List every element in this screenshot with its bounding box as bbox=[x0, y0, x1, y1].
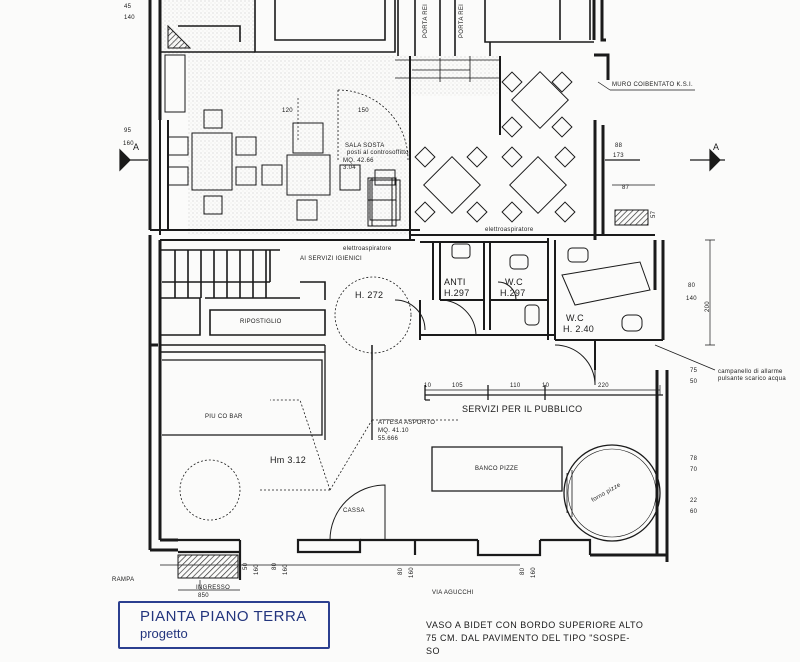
campanello-label-1: campanello di allarme bbox=[718, 369, 783, 375]
dim-160d: 160 bbox=[409, 567, 415, 578]
rampa-label: RAMPA bbox=[112, 577, 135, 583]
note-line-2: 75 CM. DAL PAVIMENTO DEL TIPO "SOSPE- bbox=[426, 633, 630, 643]
hatched-block-right bbox=[614, 209, 649, 226]
wc-1-label: W.C bbox=[505, 277, 523, 287]
door-arcs bbox=[329, 281, 596, 541]
muro-coibentato-label: MURO COIBENTATO K.S.I. bbox=[612, 82, 693, 88]
bottom-facade bbox=[178, 538, 592, 580]
dim-22: 22 bbox=[690, 498, 698, 504]
dotted-floor-area bbox=[188, 55, 410, 235]
dim-140b: 140 bbox=[686, 296, 697, 302]
anti-room-label: ANTI bbox=[444, 277, 466, 287]
attesa-code: 55.666 bbox=[378, 436, 399, 442]
dim-50a: 50 bbox=[690, 379, 698, 385]
porta-rei-1-label: PORTA REI bbox=[423, 3, 429, 38]
sala-sosta-label: SALA SOSTA bbox=[345, 143, 385, 149]
dim-105: 105 bbox=[452, 383, 463, 389]
attesa-asporto-label: ATTESA ASPORTO bbox=[378, 420, 436, 426]
drawing-subtitle: progetto bbox=[140, 626, 188, 641]
section-a-left: A bbox=[133, 142, 140, 152]
sala-sosta-area: MQ. 42.66 bbox=[343, 158, 374, 164]
wc-2-height: H. 2.40 bbox=[563, 324, 595, 334]
dim-78: 78 bbox=[690, 456, 698, 462]
dim-220: 220 bbox=[598, 383, 609, 389]
drawing-title: PIANTA PIANO TERRA bbox=[140, 608, 307, 625]
sala-sosta-sub: posti al controsoffitto bbox=[347, 150, 409, 156]
dim-120: 120 bbox=[282, 108, 293, 114]
mechanical-unit bbox=[367, 177, 397, 227]
banco-pizze-label: BANCO PIZZE bbox=[475, 466, 519, 472]
room-height-label: Hm 3.12 bbox=[270, 455, 307, 465]
drawing-title-block: PIANTA PIANO TERRA progetto bbox=[118, 601, 330, 649]
service-block-walls bbox=[410, 234, 663, 370]
wc-1-height: H.297 bbox=[500, 288, 526, 298]
elettroaspiratore-1: elettroaspiratore bbox=[343, 246, 392, 252]
dotted-floor-right bbox=[398, 56, 498, 96]
dim-95: 95 bbox=[124, 128, 132, 134]
sala-sosta-height: 3.04 bbox=[343, 165, 356, 171]
servizi-pubblico-label: SERVIZI PER IL PUBBLICO bbox=[462, 404, 583, 414]
dim-150: 150 bbox=[358, 108, 369, 114]
porta-rei-2-label: PORTA REI bbox=[459, 3, 465, 38]
cassa-label: CASSA bbox=[343, 508, 365, 514]
elettroaspiratore-2: elettroaspiratore bbox=[485, 227, 534, 233]
servizi-igienici-label: AI SERVIZI IGIENICI bbox=[300, 256, 362, 262]
dim-160: 160 bbox=[123, 141, 134, 147]
ingresso-label: INGRESSO bbox=[196, 585, 231, 591]
outer-walls bbox=[148, 0, 669, 562]
corridor-height: H. 272 bbox=[355, 290, 384, 300]
top-walls bbox=[160, 0, 594, 56]
dim-200: 200 bbox=[705, 301, 711, 312]
upper-stairs bbox=[164, 24, 192, 113]
section-a-right: A bbox=[713, 142, 720, 152]
dim-60: 60 bbox=[690, 509, 698, 515]
forno-label: forno pizze bbox=[590, 482, 622, 504]
dim-88: 88 bbox=[615, 143, 623, 149]
top-door-arrows bbox=[395, 56, 500, 82]
dim-87: 87 bbox=[622, 185, 630, 191]
bar-counter-label: PIU CO BAR bbox=[205, 414, 243, 420]
dining-tables-right bbox=[414, 71, 576, 223]
lower-room bbox=[162, 345, 663, 542]
dim-10a: 10 bbox=[424, 383, 432, 389]
dim-160e: 160 bbox=[531, 567, 537, 578]
wc-2-label: W.C bbox=[566, 313, 584, 323]
sanitary-fixtures bbox=[451, 243, 651, 332]
dim-80d: 80 bbox=[520, 567, 526, 575]
dim-10b: 10 bbox=[542, 383, 550, 389]
dim-173: 173 bbox=[613, 153, 624, 159]
ripostiglio-label: RIPOSTIGLIO bbox=[240, 319, 282, 325]
dim-110: 110 bbox=[510, 383, 521, 389]
note-line-3: SO bbox=[426, 646, 441, 656]
door-swings bbox=[179, 89, 460, 521]
pizza-oven bbox=[563, 444, 661, 542]
dim-160b: 160 bbox=[254, 564, 260, 575]
note-line-1: VASO A BIDET CON BORDO SUPERIORE ALTO bbox=[426, 620, 644, 630]
campanello-label-2: pulsante scarico acqua bbox=[718, 376, 786, 382]
dim-75: 75 bbox=[690, 368, 698, 374]
dim-850: 850 bbox=[198, 593, 209, 599]
entrance-step bbox=[177, 554, 239, 579]
dim-80: 80 bbox=[688, 283, 696, 289]
dim-57: 57 bbox=[651, 210, 657, 218]
street-name-label: VIA AGUCCHI bbox=[432, 590, 474, 596]
dim-50b: 50 bbox=[243, 562, 249, 570]
dim-160c: 160 bbox=[283, 564, 289, 575]
dim-140a: 140 bbox=[124, 15, 135, 21]
dim-45: 45 bbox=[124, 4, 132, 10]
dim-80c: 80 bbox=[398, 567, 404, 575]
dim-80b: 80 bbox=[272, 562, 278, 570]
dim-70: 70 bbox=[690, 467, 698, 473]
anti-room-height: H.297 bbox=[444, 288, 470, 298]
attesa-area: MQ. 41.10 bbox=[378, 428, 409, 434]
section-marks bbox=[119, 148, 725, 172]
stair-block bbox=[160, 249, 326, 353]
